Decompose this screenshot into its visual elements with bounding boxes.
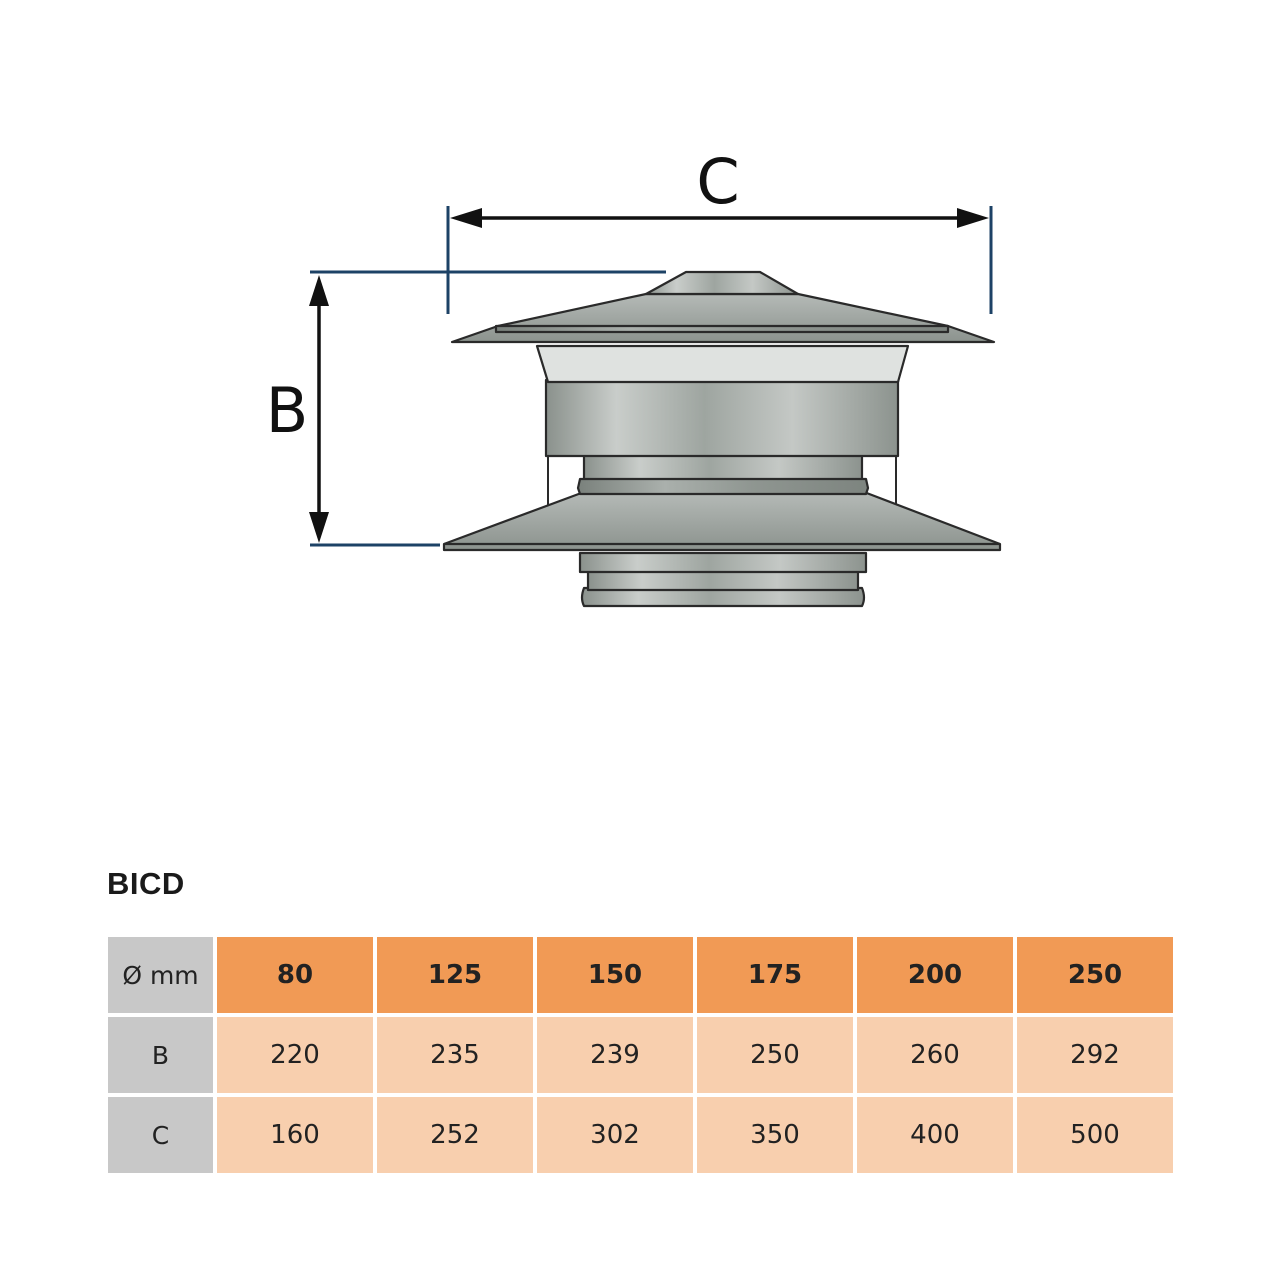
header-cell: 150 [537,937,693,1013]
dimensions-table: Ø mm 80 125 150 175 200 250 B 220 235 23… [104,933,1177,1177]
dimension-b-label: B [266,374,309,447]
value-cell: 239 [537,1017,693,1093]
chimney-cowl-shape [442,270,1002,608]
header-cell: 200 [857,937,1013,1013]
header-cell: 250 [1017,937,1173,1013]
value-cell: 500 [1017,1097,1173,1173]
table-row: C 160 252 302 350 400 500 [108,1097,1173,1173]
value-cell: 235 [377,1017,533,1093]
header-cell: 175 [697,937,853,1013]
dimension-c-label: C [696,145,739,218]
table-header-row: Ø mm 80 125 150 175 200 250 [108,937,1173,1013]
value-cell: 350 [697,1097,853,1173]
value-cell: 260 [857,1017,1013,1093]
dimension-guides [310,206,993,547]
header-label-cell: Ø mm [108,937,213,1013]
value-cell: 220 [217,1017,373,1093]
value-cell: 250 [697,1017,853,1093]
header-cell: 125 [377,937,533,1013]
table-row: B 220 235 239 250 260 292 [108,1017,1173,1093]
dimension-c-arrow [450,208,989,228]
dimension-b-arrow [309,275,329,543]
row-label-cell: B [108,1017,213,1093]
value-cell: 302 [537,1097,693,1173]
value-cell: 292 [1017,1017,1173,1093]
header-cell: 80 [217,937,373,1013]
value-cell: 400 [857,1097,1013,1173]
row-label-cell: C [108,1097,213,1173]
value-cell: 160 [217,1097,373,1173]
chimney-cowl-diagram: C B [266,145,1002,608]
value-cell: 252 [377,1097,533,1173]
table-title: BICD [107,866,185,901]
